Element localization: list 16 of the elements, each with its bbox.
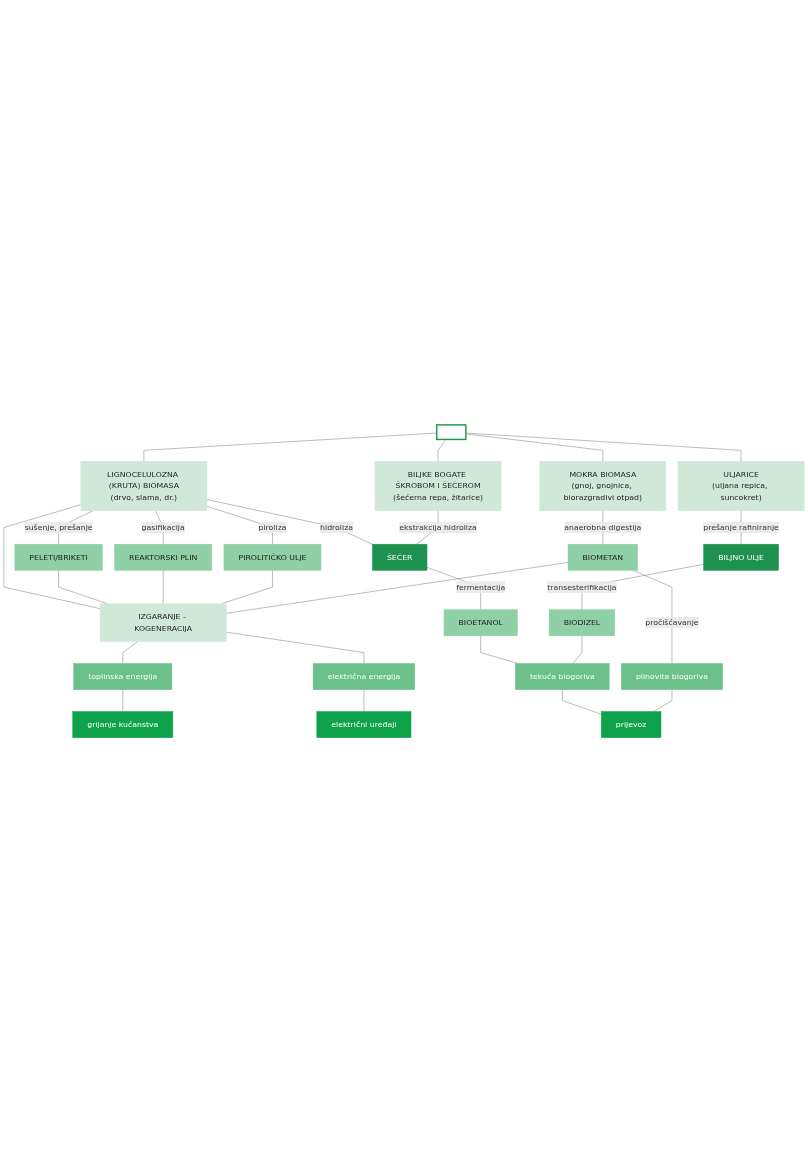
connector [3, 504, 101, 610]
connector [363, 689, 365, 712]
connector [572, 635, 583, 664]
connector [225, 632, 365, 664]
node-box [436, 424, 467, 441]
connector [437, 439, 447, 462]
connector [58, 570, 108, 605]
connector [465, 433, 604, 462]
connector [220, 570, 273, 605]
connector [122, 641, 138, 664]
connector [162, 570, 164, 605]
connector [122, 689, 124, 712]
connector [143, 432, 437, 462]
connector [653, 689, 673, 712]
connector [465, 432, 742, 462]
connector [562, 689, 602, 715]
